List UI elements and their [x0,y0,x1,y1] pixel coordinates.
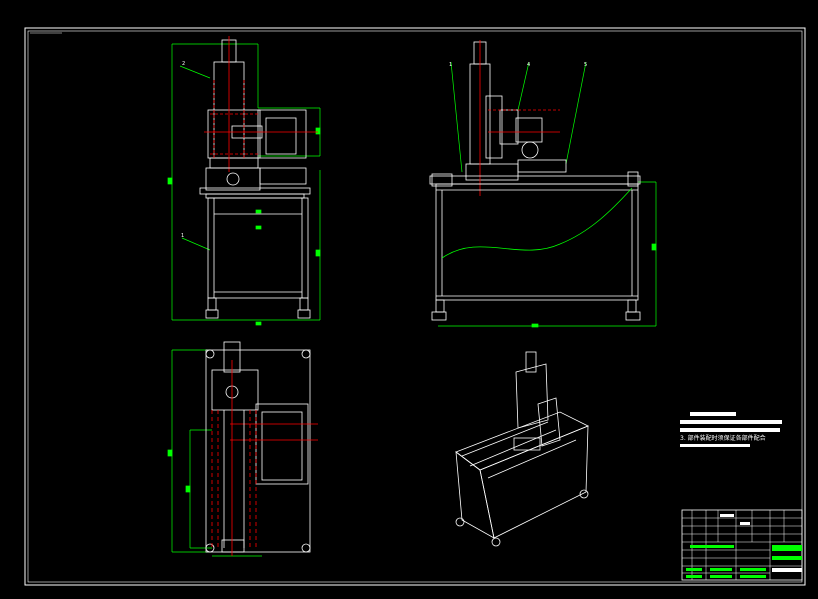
leader-number-front-top: 2 [182,61,185,67]
leader-number-front-mid: 1 [181,233,184,239]
side-view: 1 4 5 [429,40,657,328]
side-red-markers [479,40,560,196]
top-frame [205,341,311,553]
side-actuator [465,41,567,181]
technical-notes: 3. 部件装配时须保证各部件配合 [680,412,782,447]
leader-number-side-3: 5 [584,62,587,68]
sheet-border [24,27,806,586]
side-view-dimensions [438,61,657,328]
side-break-line [441,187,633,259]
front-view-dimensions [167,43,321,326]
top-rail-bolts [211,360,318,556]
technical-note-3: 3. 部件装配时须保证各部件配合 [680,434,766,442]
top-guide-rails [223,410,245,548]
isometric-view [455,351,589,547]
leader-number-side-1: 1 [449,62,452,68]
title-block [681,509,803,581]
front-base-plate [199,167,311,199]
front-vertical-actuator [207,39,307,169]
front-frame-table [205,197,311,319]
front-red-markers [204,36,318,172]
top-view-dimensions [167,349,262,557]
side-frame-table [431,183,641,321]
top-view [167,341,318,557]
leader-number-side-2: 4 [527,62,530,68]
front-view: 2 1 [167,36,321,326]
